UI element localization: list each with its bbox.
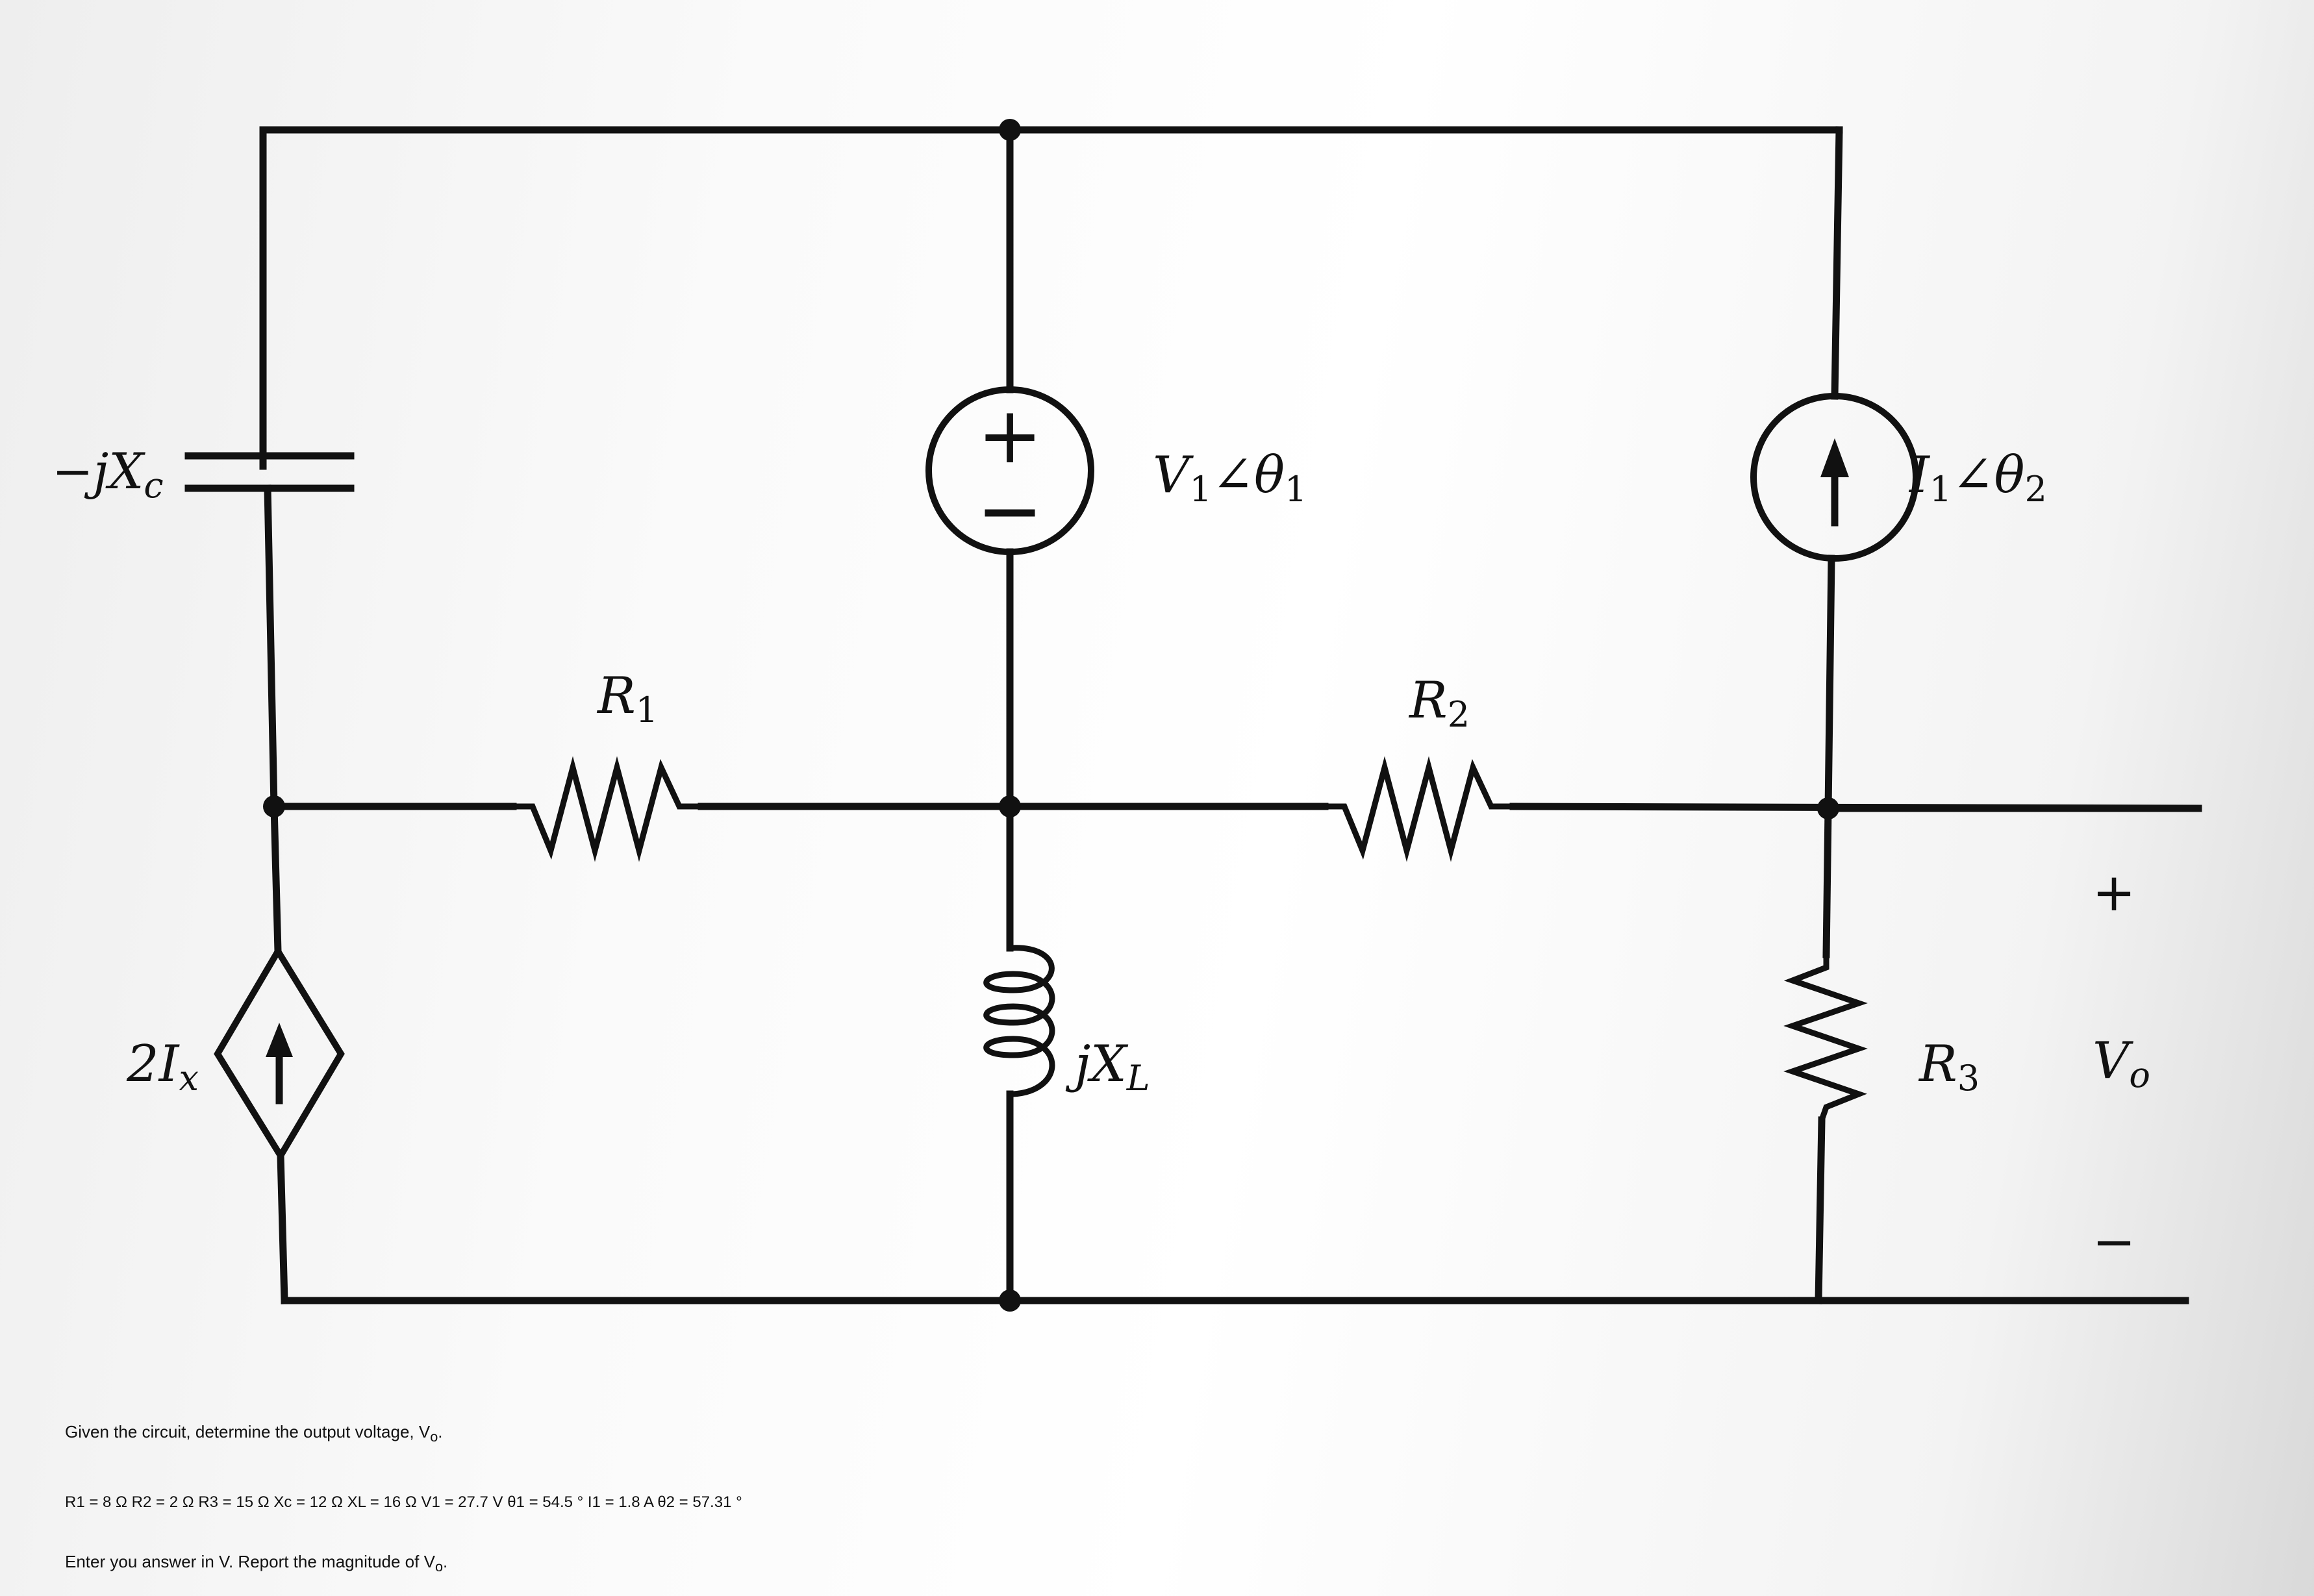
node-right-mid [1817, 797, 1839, 819]
output-voltage-label: Vo [2093, 1032, 2150, 1095]
r3-bottom-wire [1815, 1116, 1826, 1304]
r1-label: R1 [596, 667, 658, 730]
r3-label: R3 [1918, 1035, 1980, 1099]
dependent-source-arrow-head [266, 1023, 293, 1057]
voltage-source-label: V1∠θ1 [1153, 446, 1307, 510]
current-source-arrow-head [1820, 438, 1849, 477]
problem-instruction: Enter you answer in V. Report the magnit… [65, 1552, 448, 1575]
problem-given-values: R1 = 8 Ω R2 = 2 Ω R3 = 15 Ω Xc = 12 Ω XL… [65, 1493, 742, 1511]
node-center-mid [999, 795, 1021, 817]
inductor-coil [983, 945, 1055, 1097]
node-top-center [999, 119, 1021, 141]
capacitor-label: −jXc [52, 442, 164, 506]
right-wire-top [1831, 126, 1843, 400]
output-minus-sign: − [2092, 1212, 2135, 1272]
r1-resistor [510, 756, 705, 862]
current-source-label: I1∠θ2 [1908, 446, 2047, 510]
inductor-label: jXL [1065, 1035, 1150, 1099]
problem-prompt: Given the circuit, determine the output … [65, 1422, 443, 1445]
left-wire-dep-top [270, 803, 282, 955]
node-left-mid [263, 795, 285, 817]
r3-top-wire [1822, 804, 1832, 958]
r2-resistor [1322, 756, 1516, 862]
left-wire-lower [264, 484, 278, 810]
output-plus-sign: + [2092, 862, 2135, 923]
right-wire-mid [1824, 555, 1835, 812]
left-wire-dep-bottom [277, 1152, 288, 1304]
r2-label: R2 [1408, 671, 1470, 735]
r3-resistor [1783, 951, 1868, 1123]
dependent-source-label: 2Ix [126, 1035, 199, 1099]
voltage-source-plus: + [977, 391, 1043, 481]
node-bottom-center [999, 1290, 1021, 1312]
